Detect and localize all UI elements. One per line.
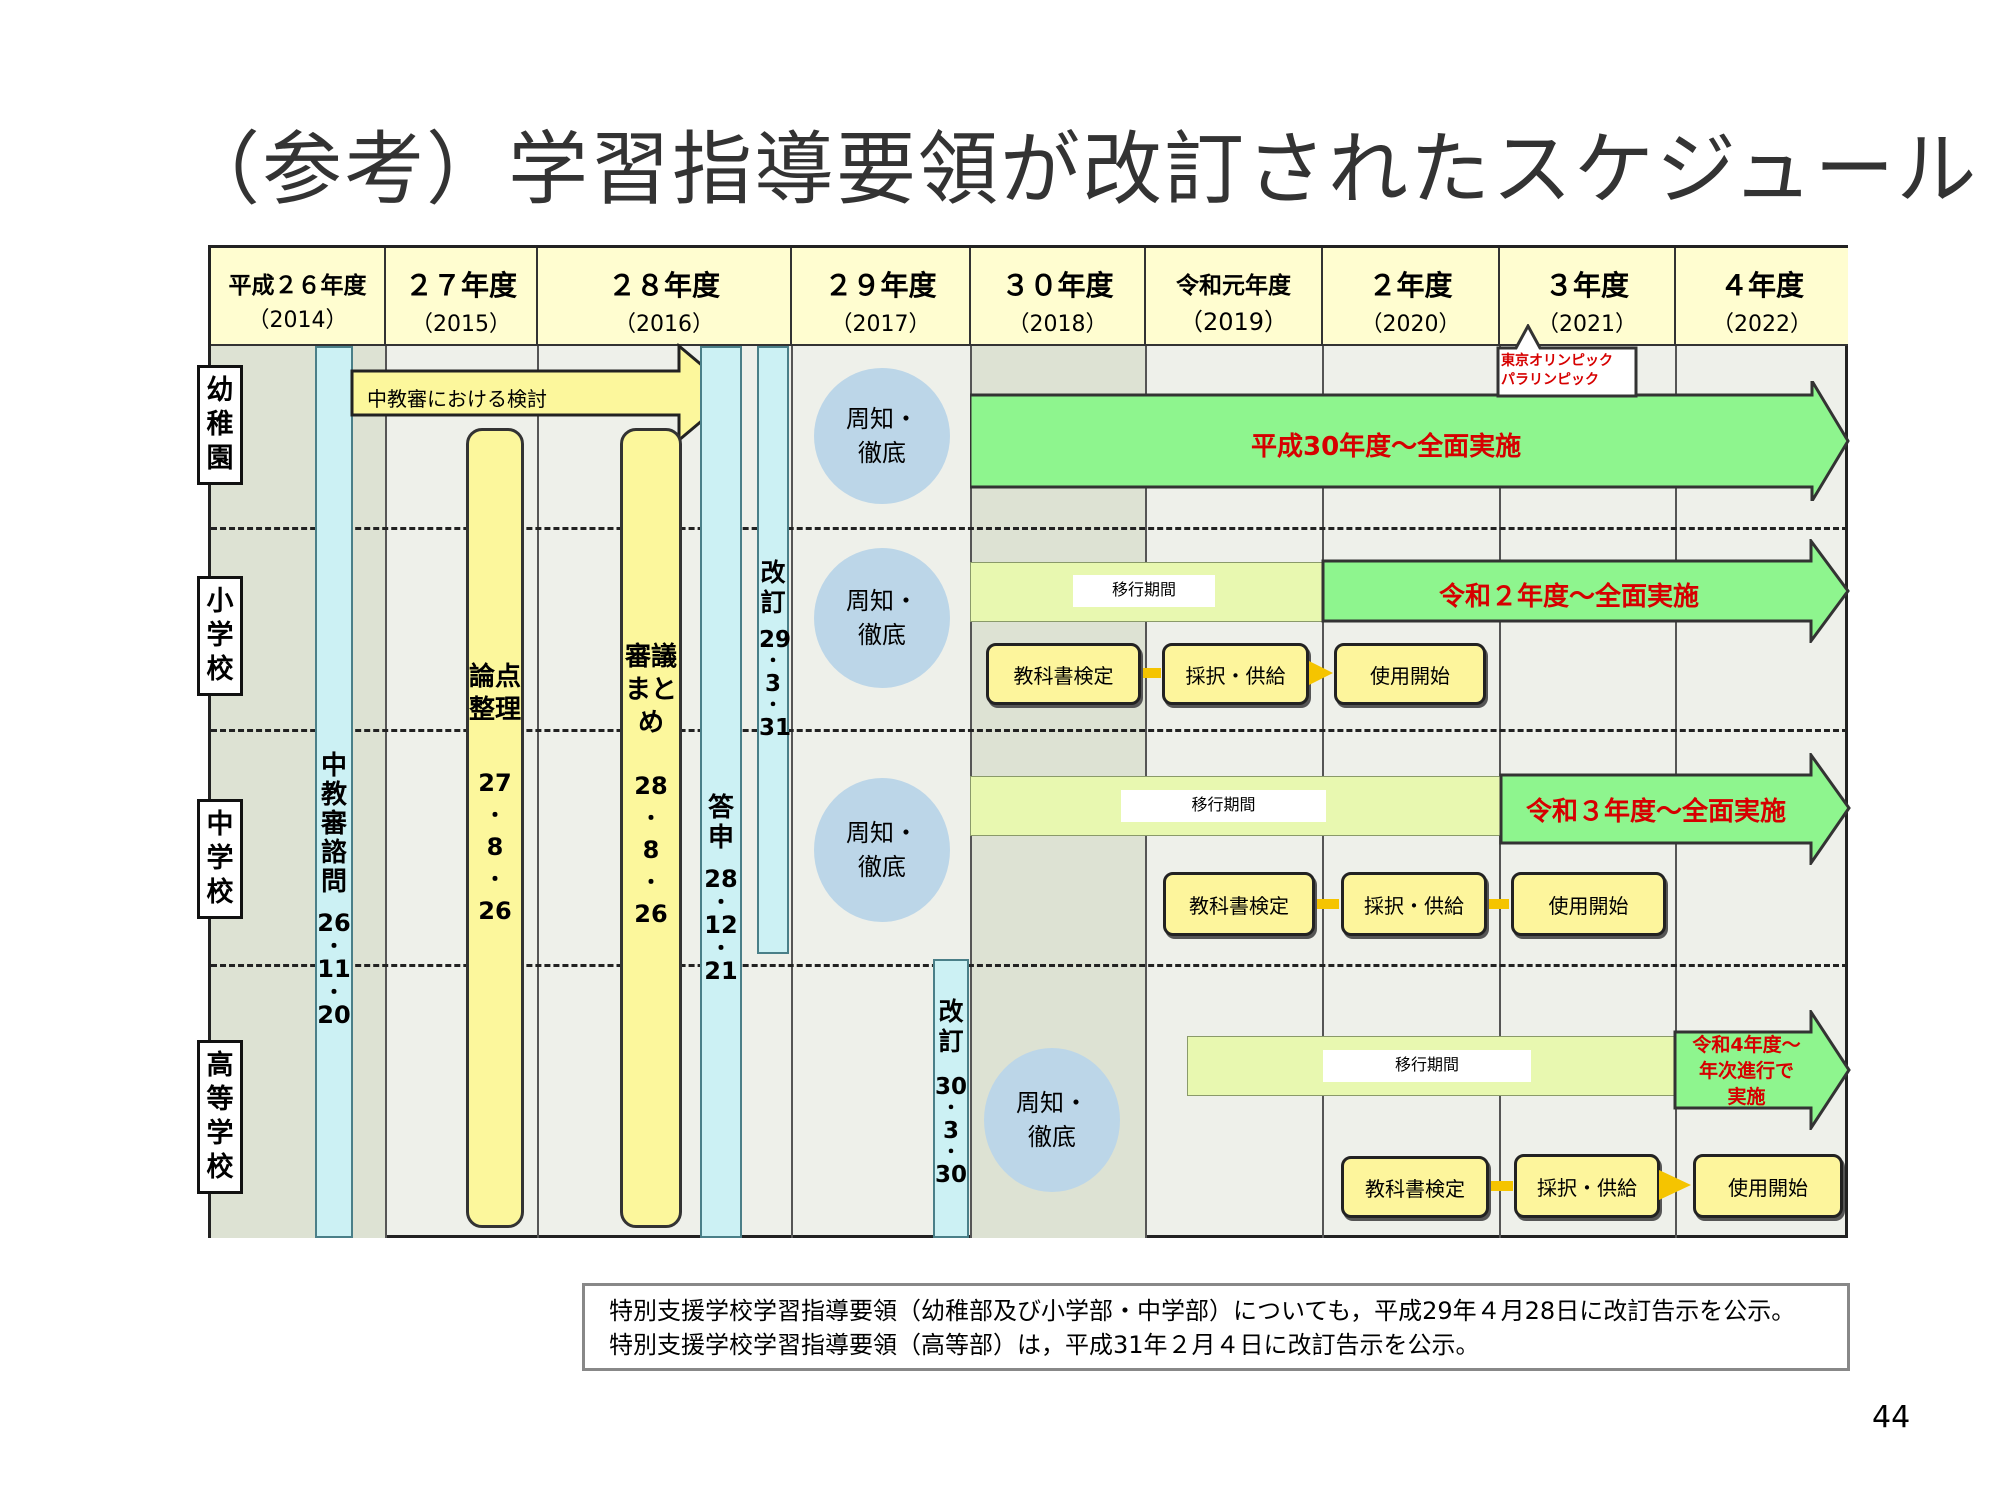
junior-high-screening-box: 教科書検定 <box>1163 872 1315 936</box>
point-arrangement-bar: 論点整理 27 ・ 8 ・ 26 <box>466 428 524 1228</box>
dissemination-circle-kindergarten: 周知・徹底 <box>814 368 950 504</box>
elementary-adoption-box: 採択・供給 <box>1162 643 1309 705</box>
kindergarten-implementation-arrow <box>970 381 1850 501</box>
elementary-screening-box: 教科書検定 <box>986 643 1141 705</box>
inquiry-bar: 中教審諮問 26 ・ 11 ・ 20 <box>315 346 353 1238</box>
high-school-screening-box: 教科書検定 <box>1341 1156 1489 1218</box>
junior-high-implementation-arrow <box>1499 753 1851 865</box>
year-header-2016: ２８年度（2016） <box>538 248 792 346</box>
row-separator <box>211 729 1848 732</box>
year-header-2021: ３年度（2021） <box>1500 248 1676 346</box>
revision-bar-2017: 改訂 29 ・ 3 ・ 31 <box>757 346 791 954</box>
connector <box>1143 668 1161 678</box>
connector <box>1317 899 1339 909</box>
col-line <box>537 346 539 1238</box>
junior-high-transition-label: 移行期間 <box>1121 790 1326 822</box>
year-header-2019: 令和元年度（2019） <box>1146 248 1323 346</box>
elementary-start-box: 使用開始 <box>1334 643 1486 705</box>
year-header-2017: ２９年度（2017） <box>792 248 971 346</box>
dissemination-circle-elementary: 周知・徹底 <box>814 548 950 688</box>
note-line-1: 特別支援学校学習指導要領（幼稚部及び小学部・中学部）についても，平成29年４月2… <box>609 1297 1796 1325</box>
school-label-kindergarten: 幼稚園 <box>197 365 243 485</box>
elementary-implementation-arrow <box>1321 539 1850 643</box>
year-header-2014: 平成２６年度（2014） <box>211 248 386 346</box>
row-separator <box>211 964 1848 967</box>
high-school-adoption-box: 採択・供給 <box>1514 1154 1660 1218</box>
kindergarten-implementation-label: 平成30年度～全面実施 <box>1251 432 1522 462</box>
connector <box>1489 899 1509 909</box>
row-separator <box>211 527 1848 530</box>
junior-high-implementation-label: 令和３年度～全面実施 <box>1526 797 1787 827</box>
year-header-2018: ３０年度（2018） <box>971 248 1146 346</box>
note-line-2: 特別支援学校学習指導要領（高等部）は，平成31年２月４日に改訂告示を公示。 <box>609 1331 1480 1359</box>
olympics-callout-text: 東京オリンピック パラリンピック <box>1501 353 1613 388</box>
report-bar: 答申 28 ・ 12 ・ 21 <box>700 346 742 1238</box>
dissemination-circle-high-school: 周知・徹底 <box>984 1048 1120 1192</box>
col-line <box>791 346 793 1238</box>
page-number: 44 <box>1872 1400 1911 1435</box>
high-school-transition-label: 移行期間 <box>1323 1050 1531 1082</box>
olympics-callout-shape <box>1496 324 1638 398</box>
year-header-2022: ４年度（2022） <box>1676 248 1848 346</box>
year-header-2020: ２年度（2020） <box>1323 248 1500 346</box>
dissemination-circle-junior-high: 周知・徹底 <box>814 778 950 922</box>
special-support-note: 特別支援学校学習指導要領（幼稚部及び小学部・中学部）についても，平成29年４月2… <box>582 1283 1850 1371</box>
high-school-start-box: 使用開始 <box>1693 1154 1843 1218</box>
junior-high-start-box: 使用開始 <box>1511 872 1666 936</box>
connector <box>1491 1181 1513 1191</box>
consultation-label: 中教審における検討 <box>367 387 547 411</box>
school-label-elementary: 小学校 <box>197 576 243 696</box>
school-label-junior-high: 中学校 <box>197 799 243 919</box>
schedule-table: 平成２６年度（2014） ２７年度（2015） ２８年度（2016） ２９年度（… <box>197 245 1851 1238</box>
elementary-transition-label: 移行期間 <box>1073 575 1215 607</box>
school-label-high-school: 高等学校 <box>197 1040 243 1194</box>
col-line <box>385 346 387 1238</box>
connector-arrow <box>1309 661 1333 685</box>
year-header-2015: ２７年度（2015） <box>386 248 538 346</box>
high-school-implementation-arrow <box>1673 1010 1851 1130</box>
high-school-implementation-label: 令和4年度～ 年次進行で 実施 <box>1692 1034 1801 1108</box>
page-title: （参考）学習指導要領が改訂されたスケジュール <box>180 123 1979 216</box>
revision-bar-2018: 改訂 30 ・ 3 ・ 30 <box>933 959 969 1238</box>
junior-high-adoption-box: 採択・供給 <box>1341 872 1487 936</box>
elementary-implementation-label: 令和２年度～全面実施 <box>1439 582 1700 612</box>
deliberation-bar: 審議まとめ 28 ・ 8 ・ 26 <box>620 428 682 1228</box>
connector-arrow <box>1659 1170 1691 1200</box>
